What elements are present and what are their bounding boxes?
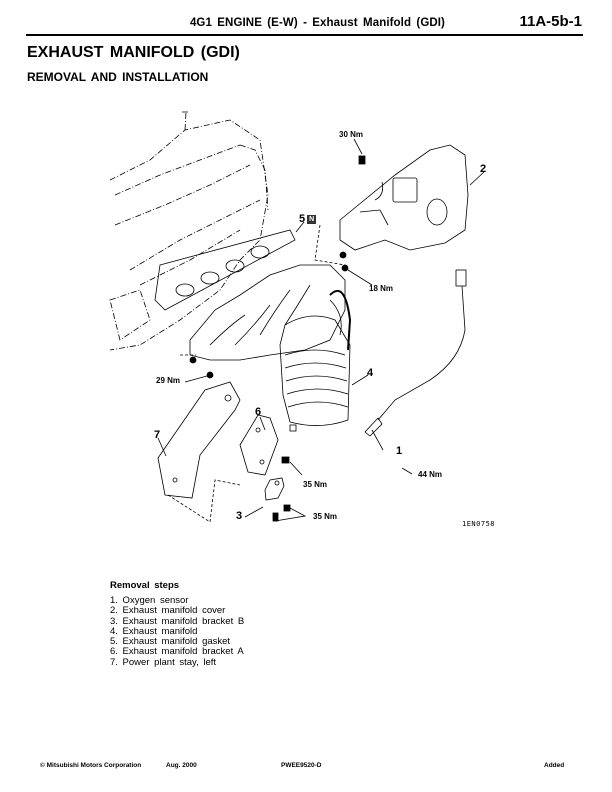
footer-status: Added: [544, 762, 565, 769]
sub-title: REMOVAL AND INSTALLATION: [27, 70, 209, 84]
removal-step: 4. Exhaust manifold: [110, 625, 198, 637]
new-part-badge: N: [307, 215, 317, 224]
header-rule: [26, 34, 583, 36]
bracket-b-drawing: [264, 477, 285, 501]
footer-copyright: © Mitsubishi Motors Corporation: [40, 762, 141, 769]
removal-steps-title: Removal steps: [110, 580, 180, 591]
exhaust-manifold-drawing: [189, 264, 352, 432]
removal-step: 3. Exhaust manifold bracket B: [110, 615, 245, 627]
torque-label-44nm: 44 Nm: [418, 470, 443, 479]
exhaust-manifold-diagram: 30 Nm 18 Nm 29 Nm 35 Nm 35 Nm 44 Nm 1 2 …: [0, 100, 612, 580]
footer-date: Aug. 2000: [166, 762, 197, 769]
torque-label-29nm: 29 Nm: [156, 376, 181, 385]
oxygen-sensor-drawing: [364, 269, 467, 437]
torque-label-30nm: 30 Nm: [339, 130, 364, 139]
bracket-a-drawing: [239, 414, 279, 476]
callout-5-number: 5: [299, 213, 306, 225]
callout-3: 3: [236, 510, 243, 522]
torque-label-35nm-b: 35 Nm: [313, 512, 338, 521]
fasteners-drawing: [189, 155, 366, 522]
heat-cover-drawing: [339, 144, 469, 251]
engine-block-drawing: [109, 111, 269, 351]
removal-step: 1. Oxygen sensor: [110, 595, 189, 606]
main-title: EXHAUST MANIFOLD (GDI): [27, 44, 240, 61]
callout-7: 7: [154, 429, 161, 441]
callout-4: 4: [367, 367, 374, 379]
removal-steps: Removal steps 1. Oxygen sensor 2. Exhaus…: [110, 580, 244, 668]
page-number: 11A-5b-1: [519, 13, 582, 30]
footer-doc-code: PWEE9520-D: [281, 762, 322, 769]
torque-label-18nm: 18 Nm: [369, 284, 394, 293]
callout-6: 6: [255, 406, 262, 418]
diagram-illustration: [109, 111, 485, 523]
callout-1: 1: [396, 445, 403, 457]
callout-2: 2: [480, 163, 487, 175]
removal-step: 2. Exhaust manifold cover: [110, 605, 226, 617]
copyright-text: Mitsubishi Motors Corporation: [46, 762, 142, 769]
header-title: 4G1 ENGINE (E-W) - Exhaust Manifold (GDI…: [189, 17, 445, 29]
removal-step: 7. Power plant stay, left: [110, 656, 217, 668]
power-plant-stay-drawing: [157, 381, 241, 499]
illustration-code: 1EN0758: [462, 520, 496, 528]
removal-step: 6. Exhaust manifold bracket A: [110, 646, 244, 658]
copyright-icon: ©: [40, 762, 45, 769]
leader-lines: [157, 138, 485, 523]
gasket-drawing: [154, 229, 296, 311]
removal-steps-list: 1. Oxygen sensor 2. Exhaust manifold cov…: [110, 595, 245, 668]
removal-step: 5. Exhaust manifold gasket: [110, 636, 231, 648]
torque-label-35nm-a: 35 Nm: [303, 480, 328, 489]
